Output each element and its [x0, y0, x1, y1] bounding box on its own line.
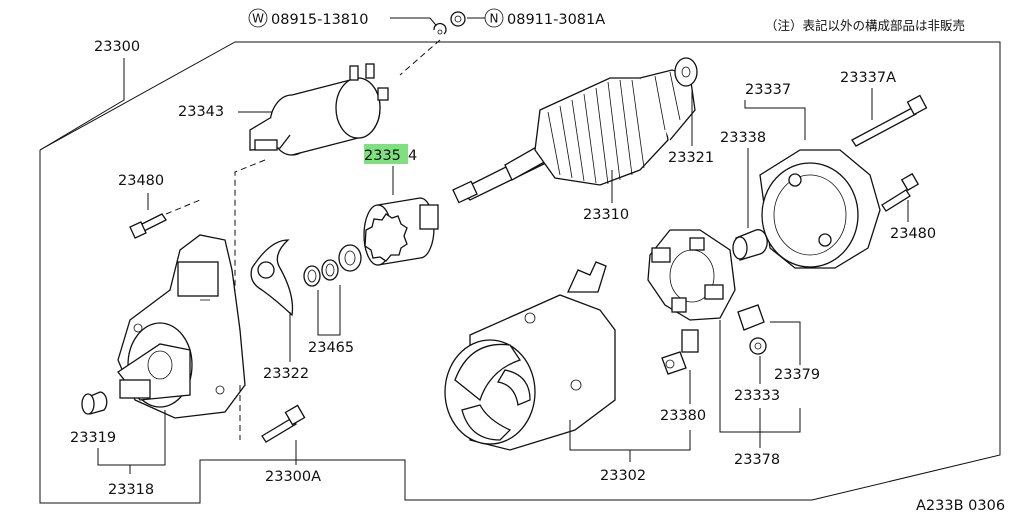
- assembly-boundary: [39, 41, 1001, 504]
- front-housing-part: [117, 234, 246, 419]
- label-23465[interactable]: 23465: [308, 340, 354, 356]
- thrust-washer-part: [674, 57, 698, 87]
- pinion-part: [363, 197, 439, 266]
- label-23322[interactable]: 23322: [263, 366, 309, 382]
- not-for-sale-note: （注）表記以外の構成部品は非販売: [765, 18, 965, 33]
- yoke-part: [444, 261, 616, 451]
- label-23379[interactable]: 23379: [774, 367, 820, 383]
- nut-callout: N 08911-3081A: [467, 8, 605, 28]
- label-23354-suffix[interactable]: 4: [408, 148, 417, 164]
- armature-part: [452, 69, 696, 204]
- label-23321[interactable]: 23321: [668, 150, 714, 166]
- rear-cover-part: [759, 149, 881, 269]
- brush-spring-part: [737, 304, 767, 355]
- label-23354[interactable]: 2335: [364, 148, 401, 164]
- label-23319[interactable]: 23319: [70, 430, 116, 446]
- washer-badge: W: [252, 12, 264, 26]
- brush-part: [661, 329, 699, 375]
- label-23338[interactable]: 23338: [720, 130, 766, 146]
- brush-holder-part: [647, 229, 736, 321]
- label-23302[interactable]: 23302: [600, 468, 646, 484]
- nut-part: [450, 11, 466, 27]
- through-bolt-part: [851, 94, 928, 147]
- bushing-part: [732, 229, 768, 261]
- highlight-23354: [364, 144, 408, 164]
- washer-part: [433, 22, 447, 35]
- solenoid-part: [249, 63, 389, 156]
- label-23300a[interactable]: 23300A: [265, 469, 321, 485]
- washer-callout: W 08915-13810: [248, 8, 441, 31]
- label-23300[interactable]: 23300: [94, 39, 140, 55]
- nut-part-number[interactable]: 08911-3081A: [507, 12, 605, 28]
- bolt-23300a-part: [261, 404, 306, 443]
- diagram-code: A233B 0306: [916, 498, 1005, 512]
- label-23343[interactable]: 23343: [178, 104, 224, 120]
- label-23337[interactable]: 23337: [745, 82, 791, 98]
- label-23333[interactable]: 23333: [734, 388, 780, 404]
- label-23480-left[interactable]: 23480: [118, 173, 164, 189]
- front-bushing-part: [81, 391, 108, 415]
- bolt-23480-left: [129, 213, 167, 239]
- label-23318[interactable]: 23318: [108, 482, 154, 498]
- bolt-23480-right: [881, 172, 920, 212]
- shift-lever-part: [250, 239, 294, 317]
- label-23380[interactable]: 23380: [660, 408, 706, 424]
- label-23337a[interactable]: 23337A: [840, 70, 896, 86]
- ring-set-part: [303, 244, 362, 287]
- label-23378[interactable]: 23378: [734, 452, 780, 468]
- nut-badge: N: [490, 12, 499, 26]
- label-23310[interactable]: 23310: [583, 207, 629, 223]
- label-23480-right[interactable]: 23480: [890, 226, 936, 242]
- washer-part-number[interactable]: 08915-13810: [271, 12, 369, 28]
